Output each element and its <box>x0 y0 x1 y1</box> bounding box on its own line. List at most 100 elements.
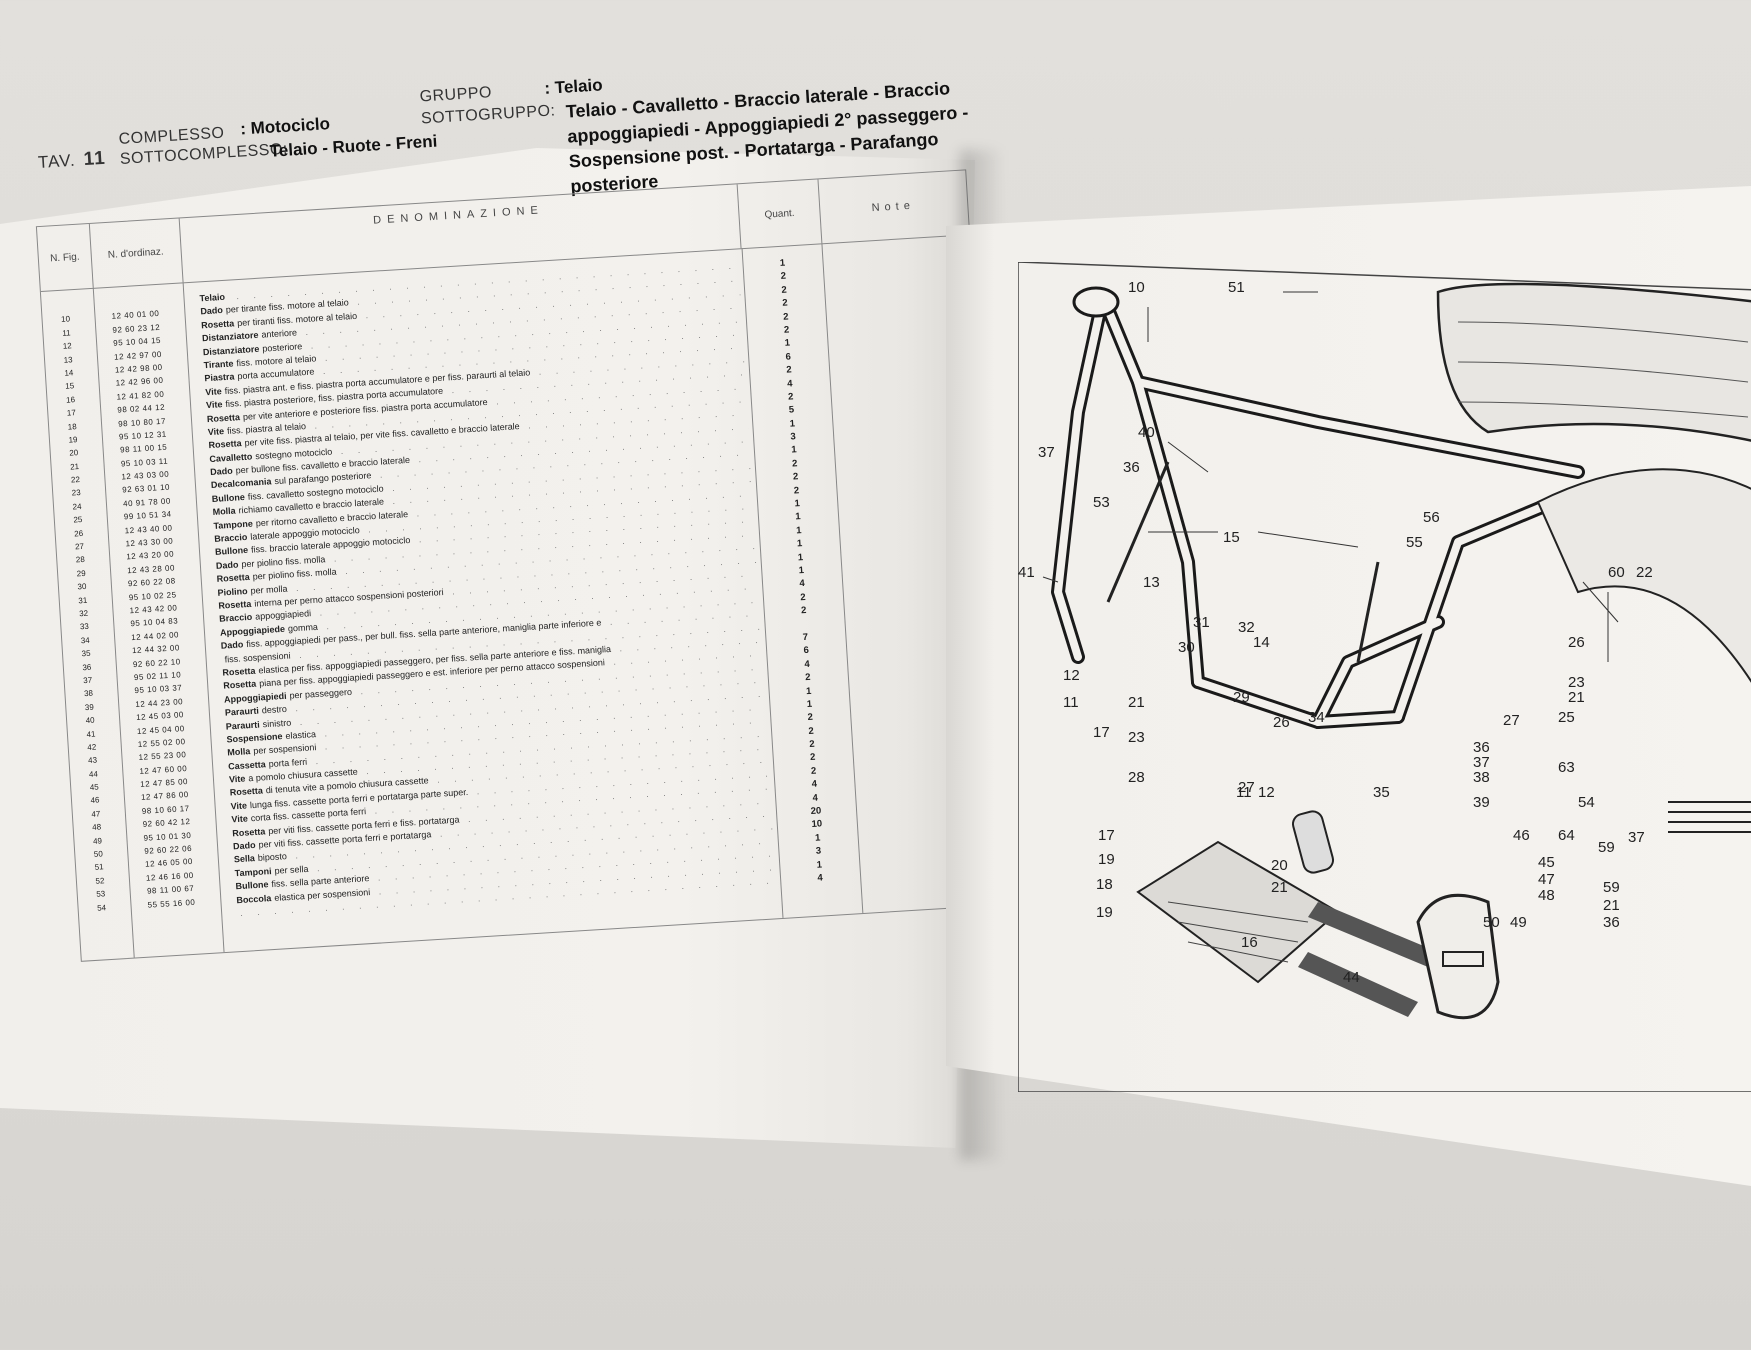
quantity: 2 <box>780 270 787 283</box>
part-name: Rosetta <box>200 318 235 331</box>
part-name: Piastra <box>204 371 235 384</box>
part-description: gomma <box>287 621 319 634</box>
fig-number: 30 <box>77 582 87 592</box>
quantity: 2 <box>800 605 807 617</box>
part-name: Cavalletto <box>209 451 253 464</box>
fig-number: 52 <box>95 876 105 886</box>
part-name: Sella <box>233 853 256 865</box>
quantity: 20 <box>810 805 822 818</box>
quantity: 7 <box>802 631 809 644</box>
callout-label: 21 <box>1568 689 1585 706</box>
callout-label: 63 <box>1558 759 1575 776</box>
part-description: per sella <box>274 863 309 876</box>
quantity: 1 <box>797 551 804 563</box>
fig-number: 23 <box>71 488 81 498</box>
part-name: Rosetta <box>208 438 242 451</box>
quantity: 1 <box>795 511 802 523</box>
part-name: Bullone <box>211 491 246 504</box>
part-name: Vite <box>207 426 225 438</box>
fig-number: 10 <box>60 314 71 325</box>
col-fig: N. Fig. <box>36 223 94 292</box>
quantity: 2 <box>808 738 815 751</box>
fig-number: 39 <box>84 702 95 712</box>
callout-label: 26 <box>1568 634 1585 651</box>
col-qty: Quant. <box>737 179 823 249</box>
part-name: Tampone <box>213 518 254 531</box>
fig-number: 29 <box>76 568 86 579</box>
part-name: Molla <box>212 505 236 518</box>
quantity: 2 <box>786 364 793 376</box>
fig-number: 35 <box>81 648 91 659</box>
fig-number: 22 <box>70 475 81 485</box>
callout-label: 23 <box>1128 729 1145 746</box>
callout-label: 30 <box>1178 639 1195 656</box>
fig-number: 48 <box>91 822 102 833</box>
part-description: sinistro <box>262 717 292 729</box>
quantity: 2 <box>799 591 806 604</box>
fig-number: 17 <box>66 408 77 418</box>
quantity: 2 <box>793 484 800 497</box>
quantity: 10 <box>811 818 823 831</box>
fig-number: 27 <box>74 541 85 552</box>
quantity: 1 <box>798 564 805 577</box>
part-name: Vite <box>231 813 249 825</box>
part-name: Rosetta <box>222 678 257 691</box>
fig-number: 53 <box>96 889 106 899</box>
callout-label: 19 <box>1096 904 1113 921</box>
part-description: appoggiapiedi <box>254 608 312 622</box>
callout-label: 39 <box>1473 794 1490 811</box>
quantity: 3 <box>815 845 822 857</box>
fig-number: 50 <box>93 849 104 859</box>
part-name: Bullone <box>235 879 269 892</box>
quantity: 2 <box>804 671 811 684</box>
part-name: Distanziatore <box>201 330 259 344</box>
callout-label: 29 <box>1233 689 1250 706</box>
fig-number: 20 <box>69 448 79 458</box>
quantity: 2 <box>787 391 794 403</box>
quantity: 1 <box>784 337 791 350</box>
callout-label: 26 <box>1273 714 1290 731</box>
quantity: 2 <box>791 458 798 470</box>
part-name: Piolino <box>217 585 248 598</box>
fig-number: 26 <box>73 528 84 539</box>
quantity: 2 <box>781 297 788 309</box>
callout-label: 37 <box>1628 829 1645 846</box>
fig-number: 36 <box>82 662 92 672</box>
callout-label: 64 <box>1558 827 1575 844</box>
callout-label: 17 <box>1093 724 1110 741</box>
callout-label: 22 <box>1636 564 1653 581</box>
fig-number: 42 <box>87 742 97 752</box>
callout-label: 21 <box>1128 694 1145 711</box>
callout-label: 18 <box>1096 876 1113 893</box>
quantity: 4 <box>817 872 824 884</box>
part-name: Tamponi <box>234 865 272 879</box>
part-name: Bullone <box>214 545 249 558</box>
callout-label: 37 <box>1038 444 1055 461</box>
callout-label: 13 <box>1143 574 1160 591</box>
fig-number: 43 <box>87 755 98 766</box>
quantity: 5 <box>788 404 795 416</box>
callout-label: 60 <box>1608 564 1625 581</box>
callout-label: 15 <box>1223 529 1240 546</box>
quantity: 2 <box>782 311 789 323</box>
fig-number: 28 <box>75 555 86 565</box>
part-name: Rosetta <box>218 598 252 611</box>
part-name: Vite <box>205 399 223 411</box>
callout-label: 16 <box>1241 934 1258 951</box>
part-name: Rosetta <box>222 665 256 678</box>
callout-label: 35 <box>1373 784 1390 801</box>
quantity: 1 <box>805 685 812 697</box>
quantity: 1 <box>779 257 786 269</box>
fig-number: 54 <box>96 902 107 913</box>
fig-number: 44 <box>88 769 99 779</box>
fig-number: 16 <box>65 394 76 405</box>
callout-label: 23 <box>1568 674 1585 691</box>
fig-number: 37 <box>82 675 93 686</box>
callout-label: 36 <box>1603 914 1620 931</box>
part-name: Distanziatore <box>202 343 260 357</box>
tav-label: TAV.11 <box>37 147 107 172</box>
fig-number: 24 <box>72 501 82 512</box>
fig-number: 25 <box>73 515 83 525</box>
